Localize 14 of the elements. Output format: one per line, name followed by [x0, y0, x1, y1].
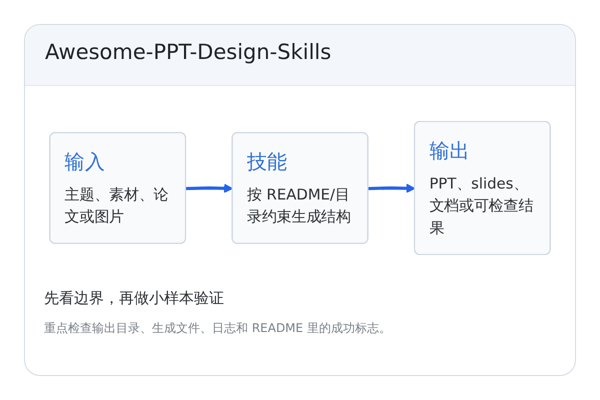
arrow — [368, 184, 416, 193]
process-box — [232, 132, 368, 244]
arrow — [186, 184, 234, 193]
node-text: 按 README/目录约束生成结构 — [247, 186, 351, 226]
process-box — [414, 120, 551, 256]
node-heading: 技能 — [247, 150, 288, 176]
note-heading: 先看边界，再做小样本验证 — [44, 289, 225, 308]
node-heading: 输入 — [64, 150, 105, 176]
process-box — [49, 132, 186, 244]
note-text: 重点检查输出目录、生成文件、日志和 README 里的成功标志。 — [44, 320, 392, 337]
node-heading: 输出 — [429, 138, 470, 165]
node-text: 主题、素材、论文或图片 — [64, 186, 169, 226]
title: Awesome-PPT-Design-Skills — [45, 40, 332, 64]
node-text: PPT、slides、文档或可检查结果 — [429, 175, 534, 236]
